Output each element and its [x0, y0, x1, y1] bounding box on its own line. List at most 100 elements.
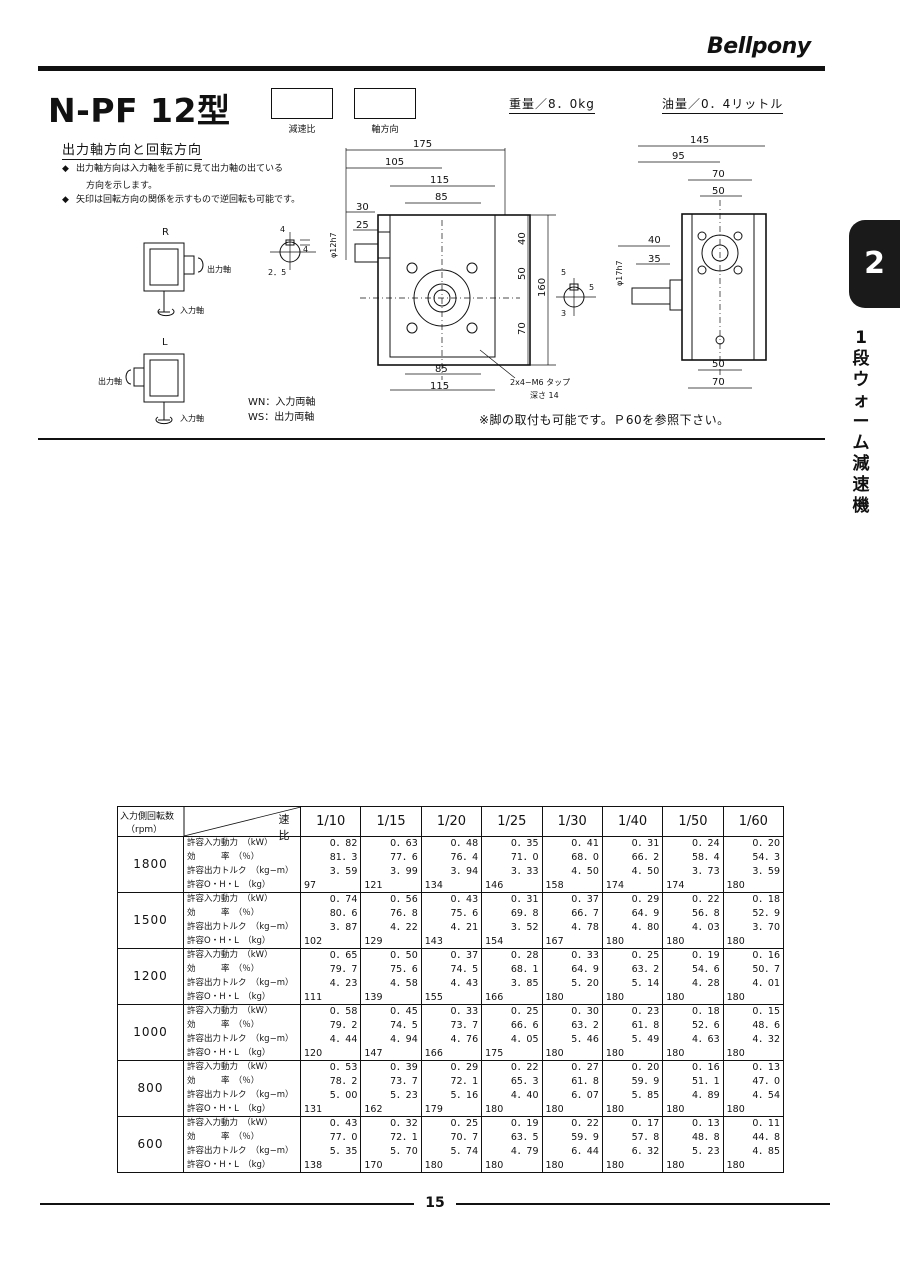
- ratio-header: 1/20: [420, 806, 483, 837]
- value-cell: 71．0: [481, 850, 543, 865]
- note-2: ◆矢印は回転方向の関係を示すもので逆回転も可能です。: [62, 194, 300, 207]
- value-cell: 180: [541, 1158, 603, 1173]
- item-label: 許容出力トルク （kg−m）: [183, 864, 301, 879]
- value-cell: 139: [360, 990, 422, 1005]
- value-cell: 0．43: [299, 1116, 362, 1131]
- value-cell: 0．37: [541, 892, 603, 907]
- value-cell: 0．25: [481, 1004, 543, 1019]
- value-cell: 0．45: [360, 1004, 422, 1019]
- value-cell: 5．16: [420, 1088, 483, 1103]
- value-cell: 0．22: [481, 1060, 543, 1075]
- value-cell: 69．8: [481, 906, 543, 921]
- l-input-label: 入力軸: [180, 413, 204, 423]
- value-cell: 74．5: [360, 1018, 422, 1033]
- side-view: [618, 145, 767, 389]
- value-cell: 180: [662, 1158, 724, 1173]
- value-cell: 77．0: [299, 1130, 362, 1145]
- dim-145: 145: [690, 135, 709, 146]
- value-cell: 0．41: [541, 836, 603, 851]
- value-cell: 4．63: [662, 1032, 724, 1047]
- value-cell: 154: [481, 934, 543, 949]
- value-cell: 155: [420, 990, 483, 1005]
- dim-50: 50: [517, 267, 528, 280]
- value-cell: 6．07: [541, 1088, 603, 1103]
- value-cell: 121: [360, 878, 422, 893]
- value-cell: 180: [662, 1046, 724, 1061]
- section-rule: [38, 438, 825, 440]
- value-cell: 66．6: [481, 1018, 543, 1033]
- dim-50-bottom: 50: [712, 359, 725, 370]
- value-cell: 76．8: [360, 906, 422, 921]
- value-cell: 0．18: [662, 1004, 724, 1019]
- value-cell: 0．48: [420, 836, 483, 851]
- value-cell: 158: [541, 878, 603, 893]
- value-cell: 5．23: [360, 1088, 422, 1103]
- dim-40: 40: [517, 232, 528, 245]
- value-cell: 0．27: [541, 1060, 603, 1075]
- value-cell: 120: [299, 1046, 362, 1061]
- item-label: 許容出力トルク （kg−m）: [183, 920, 301, 935]
- key2-dim-a: 5: [561, 268, 566, 277]
- r-input-label: 入力軸: [180, 305, 204, 315]
- value-cell: 68．0: [541, 850, 603, 865]
- corner-diagonal: [183, 807, 301, 836]
- item-label: 許容出力トルク （kg−m）: [183, 1144, 301, 1159]
- rotation-heading: 出力軸方向と回転方向: [62, 139, 203, 160]
- value-cell: 0．25: [601, 948, 664, 963]
- value-cell: 3．59: [722, 864, 785, 879]
- value-cell: 4．58: [360, 976, 422, 991]
- value-cell: 59．9: [601, 1074, 664, 1089]
- value-cell: 0．74: [299, 892, 362, 907]
- value-cell: 47．0: [722, 1074, 785, 1089]
- ratio-header: 1/25: [481, 806, 543, 837]
- value-cell: 4．05: [481, 1032, 543, 1047]
- value-cell: 179: [420, 1102, 483, 1117]
- ratio-header: 1/15: [360, 806, 422, 837]
- value-cell: 180: [420, 1158, 483, 1173]
- value-cell: 180: [601, 934, 664, 949]
- value-cell: 72．1: [420, 1074, 483, 1089]
- value-cell: 59．9: [541, 1130, 603, 1145]
- value-cell: 74．5: [420, 962, 483, 977]
- value-cell: 79．7: [299, 962, 362, 977]
- value-cell: 180: [722, 934, 785, 949]
- footer-rule-right: [456, 1203, 830, 1205]
- value-cell: 4．76: [420, 1032, 483, 1047]
- value-cell: 0．19: [481, 1116, 543, 1131]
- value-cell: 0．50: [360, 948, 422, 963]
- value-cell: 175: [481, 1046, 543, 1061]
- value-cell: 180: [722, 1102, 785, 1117]
- item-label: 許容入力動力 （kW）: [183, 1004, 301, 1019]
- value-cell: 0．16: [662, 1060, 724, 1075]
- value-cell: 0．22: [541, 1116, 603, 1131]
- ratio-header: 1/10: [299, 806, 362, 837]
- note-1-continuation: 方向を示します。: [86, 181, 158, 191]
- value-cell: 0．17: [601, 1116, 664, 1131]
- value-cell: 3．99: [360, 864, 422, 879]
- value-cell: 147: [360, 1046, 422, 1061]
- key2-dim-c: 3: [561, 309, 566, 318]
- value-cell: 166: [481, 990, 543, 1005]
- value-cell: 0．29: [601, 892, 664, 907]
- value-cell: 61．8: [541, 1074, 603, 1089]
- item-label: 許容O・H・L （kg）: [183, 1046, 301, 1061]
- value-cell: 167: [541, 934, 603, 949]
- value-cell: 0．53: [299, 1060, 362, 1075]
- dim-70-bottom: 70: [712, 377, 725, 388]
- value-cell: 0．11: [722, 1116, 785, 1131]
- value-cell: 0．19: [662, 948, 724, 963]
- shaft-code-box: [354, 88, 416, 119]
- value-cell: 44．8: [722, 1130, 785, 1145]
- key2-dim-b: 5: [589, 283, 594, 292]
- brand-logo: Bellpony: [707, 34, 811, 59]
- value-cell: 180: [541, 990, 603, 1005]
- value-cell: 0．56: [360, 892, 422, 907]
- dim-85-bottom: 85: [435, 364, 448, 375]
